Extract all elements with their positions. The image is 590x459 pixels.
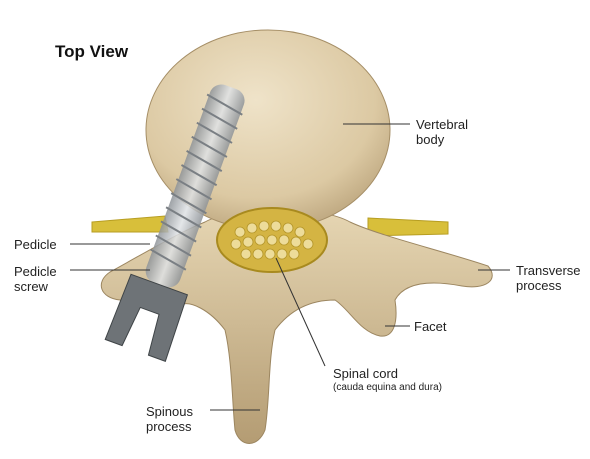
label-spinous-process-line2: process — [146, 419, 193, 434]
label-pedicle-screw-line1: Pedicle — [14, 264, 57, 279]
label-transverse-process-line2: process — [516, 278, 581, 293]
label-facet: Facet — [414, 319, 447, 334]
label-spinal-cord: Spinal cord — [333, 366, 398, 381]
label-spinous-process: Spinous process — [146, 404, 193, 434]
label-spinous-process-line1: Spinous — [146, 404, 193, 419]
label-pedicle: Pedicle — [14, 237, 57, 252]
label-transverse-process: Transverse process — [516, 263, 581, 293]
label-vertebral-body-line2: body — [416, 132, 468, 147]
diagram-title: Top View — [55, 42, 128, 62]
label-pedicle-screw: Pedicle screw — [14, 264, 57, 294]
nerve-root-left — [92, 216, 168, 232]
label-transverse-process-line1: Transverse — [516, 263, 581, 278]
label-spinal-cord-note: (cauda equina and dura) — [333, 382, 442, 394]
label-vertebral-body-line1: Vertebral — [416, 117, 468, 132]
label-pedicle-screw-line2: screw — [14, 279, 57, 294]
label-vertebral-body: Vertebral body — [416, 117, 468, 147]
